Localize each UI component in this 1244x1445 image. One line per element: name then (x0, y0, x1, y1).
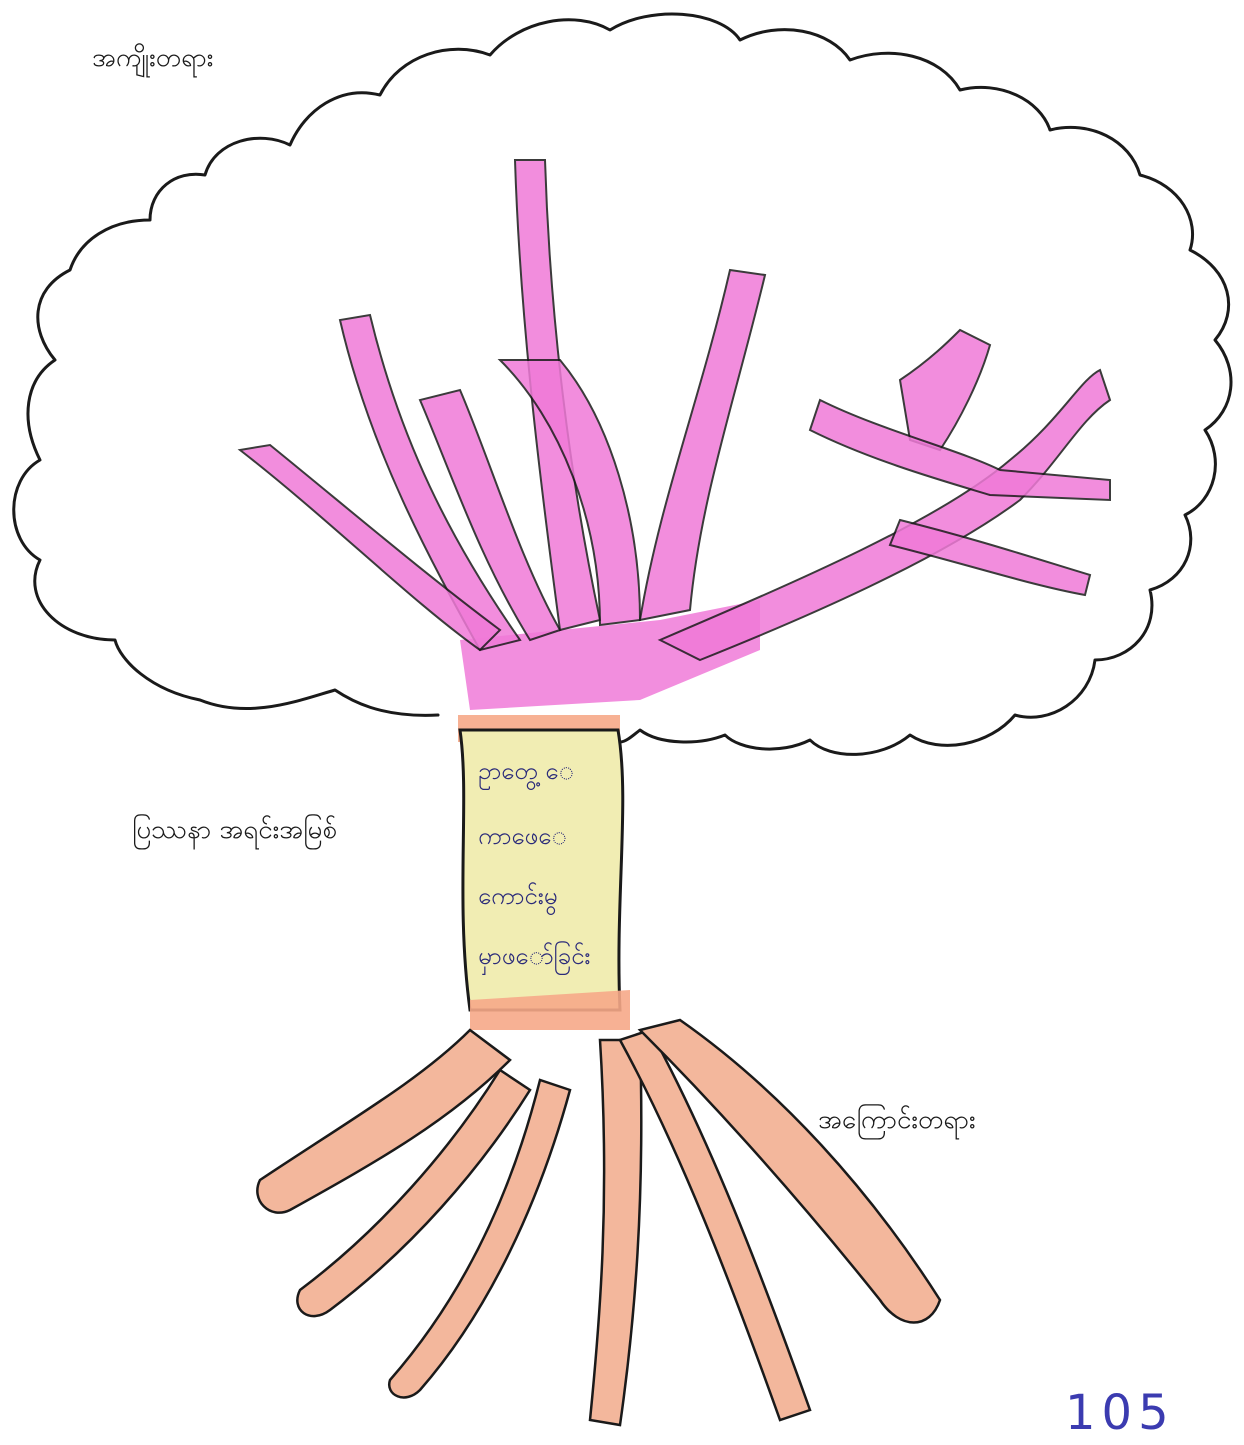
trunk-line-4: မှာဖ‌ော်ခြင်း (478, 940, 591, 976)
label-fruits: အကျိုးတရား (92, 40, 213, 79)
label-problem: ပြဿနာ အရင်းအမြစ် (132, 812, 337, 851)
trunk-line-1: ဥာတွေ့ ‌ေ (478, 755, 574, 791)
branches (240, 160, 1110, 710)
trunk-line-2: ကာဖေ‌ေ (478, 820, 567, 856)
label-causes: အကြောင်းတရား (818, 1102, 976, 1141)
roots (257, 1020, 940, 1425)
root-4 (590, 1040, 641, 1425)
page-number: 105 (1065, 1385, 1175, 1441)
trunk-line-3: ကောင်းမွ (478, 880, 558, 916)
branch-8 (900, 330, 990, 450)
branch-6 (640, 270, 765, 620)
